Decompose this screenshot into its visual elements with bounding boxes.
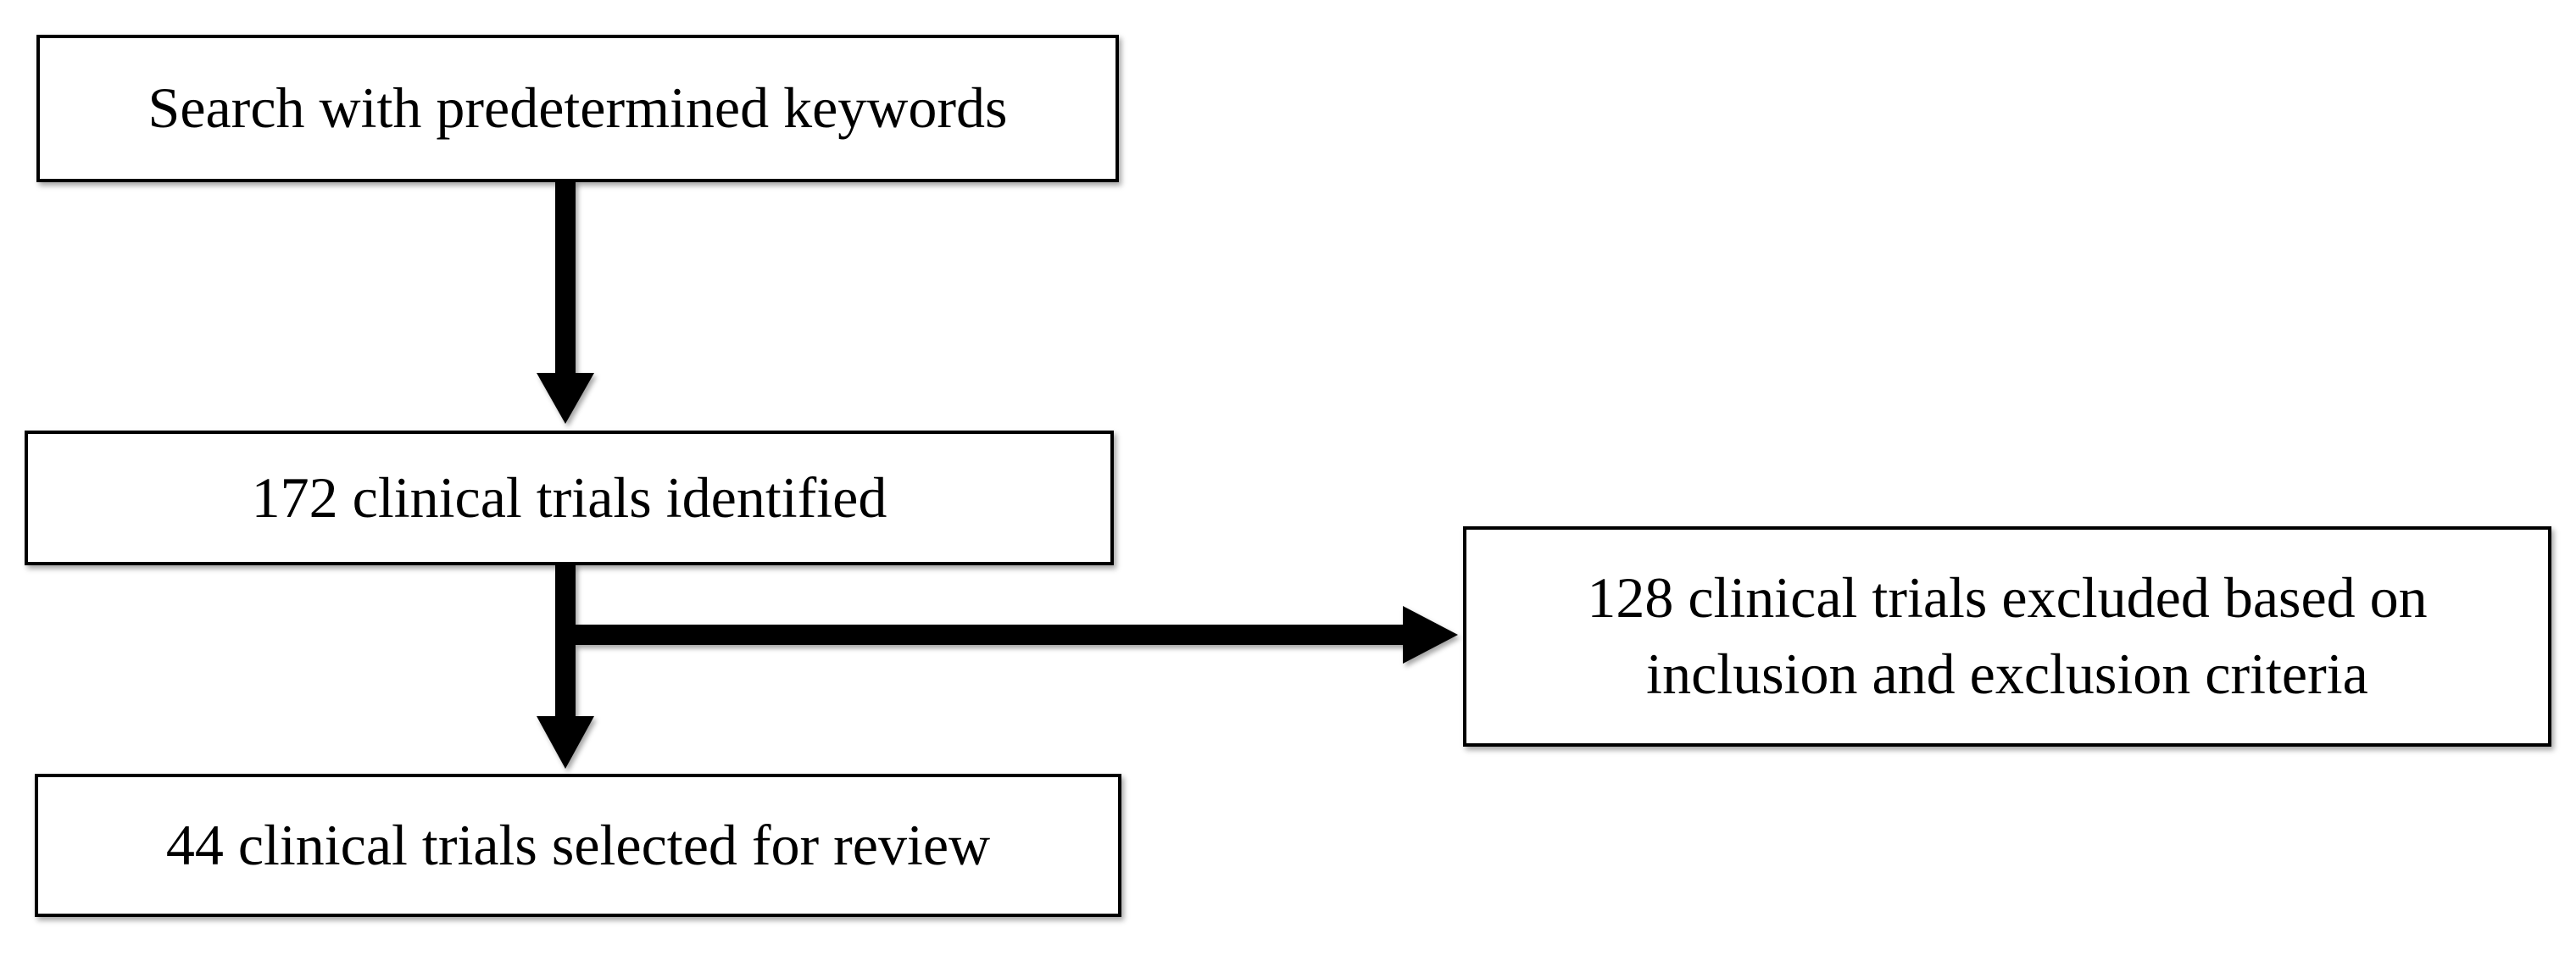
arrow-search-to-identified-shaft [555,181,576,377]
node-identified-label: 172 clinical trials identified [251,464,887,530]
node-selected-label: 44 clinical trials selected for review [165,812,991,877]
node-search: Search with predetermined keywords [36,35,1119,182]
arrow-search-to-identified-head [537,373,594,424]
node-excluded-text: 128 clinical trials excluded based on in… [1587,560,2427,713]
node-search-label: Search with predetermined keywords [147,75,1008,141]
node-selected: 44 clinical trials selected for review [35,774,1121,917]
node-excluded: 128 clinical trials excluded based on in… [1463,526,2551,747]
node-excluded-label-line-2: inclusion and exclusion criteria [1646,642,2368,706]
node-excluded-label-line-1: 128 clinical trials excluded based on [1587,565,2428,631]
node-identified: 172 clinical trials identified [25,431,1114,565]
arrow-identified-to-selected-head [537,716,594,769]
arrow-branch-to-excluded-head [1403,606,1458,664]
arrow-branch-to-excluded-shaft [565,625,1409,645]
